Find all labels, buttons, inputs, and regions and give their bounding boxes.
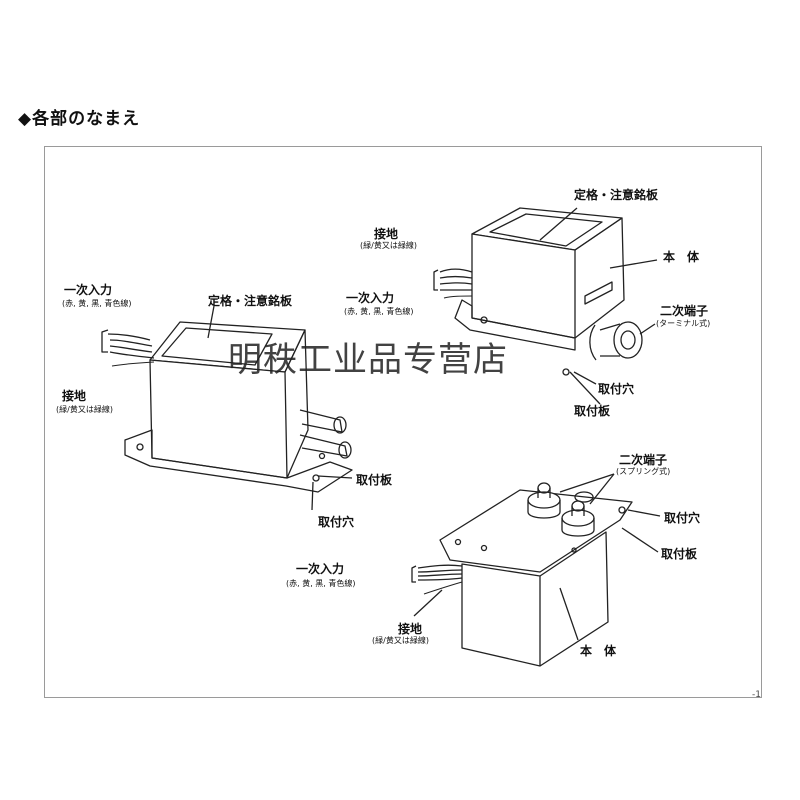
tr-ground-label: 接地	[374, 227, 399, 241]
left-ground-sub: (緑/黄又は緑線)	[56, 405, 113, 414]
left-transformer	[101, 305, 353, 511]
tr-mount-plate-label: 取付板	[574, 404, 611, 418]
left-mount-plate-label: 取付板	[356, 473, 393, 487]
bottom-body-label: 本 体	[580, 644, 617, 658]
left-primary-input-label: 一次入力	[64, 283, 113, 297]
tr-rating-plate-label: 定格・注意銘板	[574, 188, 659, 202]
tr-ground-sub: (緑/黄又は緑線)	[360, 241, 417, 250]
tr-primary-input-sub: (赤, 黄, 黒, 青色線)	[344, 307, 414, 316]
bottom-secondary-terminal-sub: (スプリング式)	[616, 467, 671, 476]
tr-primary-input-label: 一次入力	[346, 291, 395, 305]
page-mark: -1	[752, 690, 761, 700]
bottom-primary-input-sub: (赤, 黄, 黒, 青色線)	[286, 579, 356, 588]
left-primary-input-sub: (赤, 黄, 黒, 青色線)	[62, 299, 132, 308]
left-rating-plate-label: 定格・注意銘板	[208, 294, 293, 308]
bottom-ground-sub: (緑/黄又は緑線)	[372, 636, 429, 645]
tr-mount-hole-label: 取付穴	[598, 382, 635, 396]
watermark: 明秩工业品专营店	[228, 340, 508, 380]
bottom-transformer	[411, 473, 661, 667]
bottom-mount-plate-label: 取付板	[661, 547, 698, 561]
tr-secondary-terminal-label: 二次端子	[660, 304, 709, 318]
top-right-transformer	[433, 207, 658, 405]
bottom-ground-label: 接地	[398, 622, 423, 636]
tr-body-label: 本 体	[663, 250, 700, 264]
left-mount-hole-label: 取付穴	[318, 515, 355, 529]
diagram-frame	[44, 146, 762, 698]
bottom-mount-hole-label: 取付穴	[664, 511, 701, 525]
bottom-secondary-terminal-label: 二次端子	[619, 453, 668, 467]
left-ground-label: 接地	[62, 389, 87, 403]
tr-secondary-terminal-sub: (ターミナル式)	[656, 319, 711, 328]
section-heading: ◆各部のなまえ	[18, 109, 141, 129]
bottom-primary-input-label: 一次入力	[296, 562, 345, 576]
